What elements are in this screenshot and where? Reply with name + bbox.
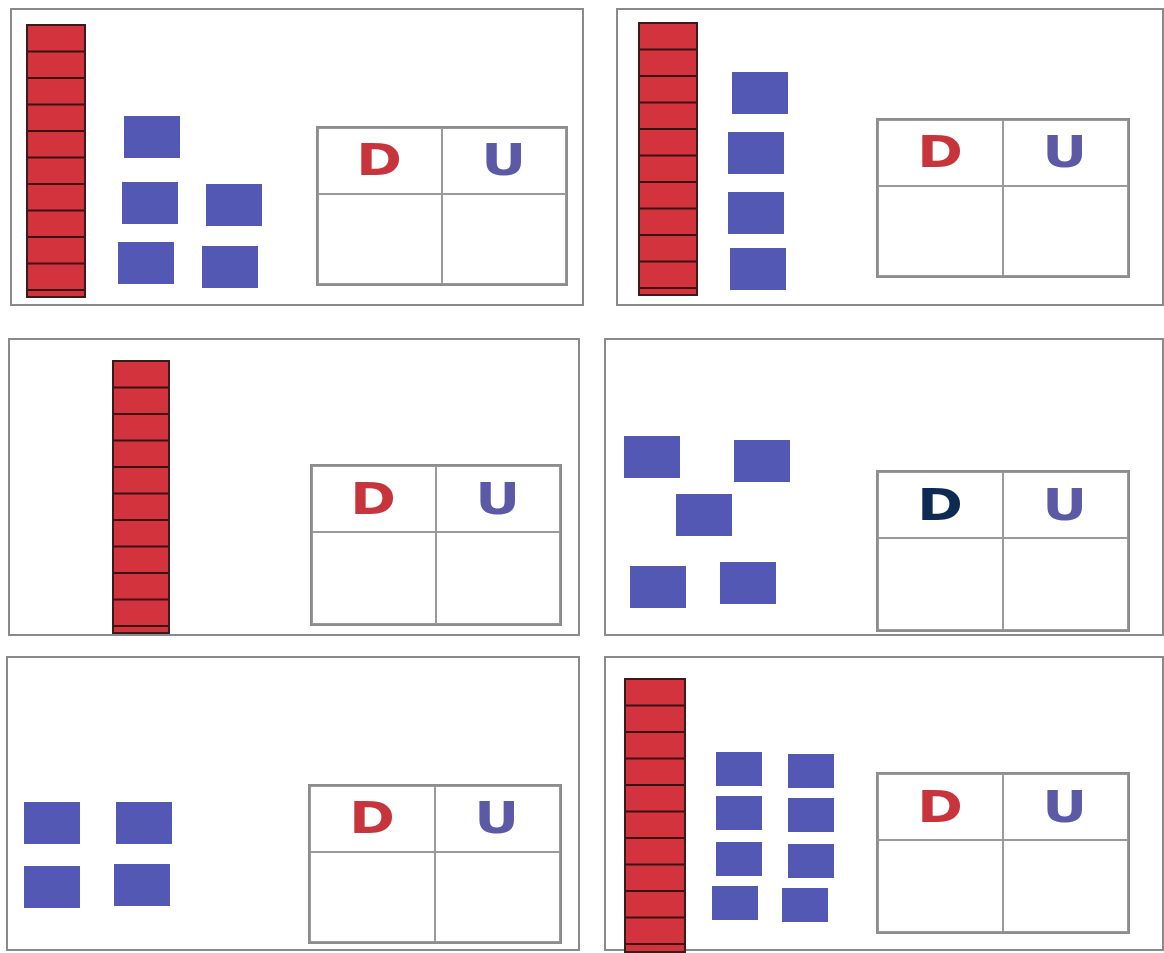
units-label: U bbox=[1043, 480, 1089, 531]
units-header: U bbox=[442, 128, 566, 194]
unit-cube bbox=[24, 802, 80, 844]
units-label: U bbox=[1043, 782, 1089, 833]
tens-answer-cell[interactable] bbox=[878, 538, 1003, 630]
units-label: U bbox=[475, 793, 521, 844]
tens-label: D bbox=[917, 782, 964, 833]
unit-cube bbox=[728, 192, 784, 234]
units-header: U bbox=[435, 786, 560, 852]
unit-cube bbox=[716, 752, 762, 786]
exercise-card-2: D U bbox=[616, 8, 1164, 306]
units-answer-cell[interactable] bbox=[1003, 186, 1128, 276]
unit-cube bbox=[788, 844, 834, 878]
units-header: U bbox=[1003, 120, 1128, 186]
unit-cube bbox=[716, 796, 762, 830]
ten-rod bbox=[624, 678, 686, 953]
tens-label: D bbox=[357, 135, 404, 186]
exercise-card-4: D U bbox=[604, 338, 1164, 636]
tens-label: D bbox=[351, 474, 398, 525]
unit-cube bbox=[732, 72, 788, 114]
tens-header: D bbox=[878, 774, 1003, 840]
ten-rod bbox=[638, 22, 698, 296]
unit-cube bbox=[712, 886, 758, 920]
place-value-table: D U bbox=[310, 464, 562, 626]
unit-cube bbox=[24, 866, 80, 908]
unit-cube bbox=[730, 248, 786, 290]
place-value-table: D U bbox=[876, 118, 1130, 278]
unit-cube bbox=[118, 242, 174, 284]
tens-label: D bbox=[349, 793, 396, 844]
tens-answer-cell[interactable] bbox=[312, 532, 436, 624]
tens-answer-cell[interactable] bbox=[878, 840, 1003, 932]
unit-cube bbox=[114, 864, 170, 906]
unit-cube bbox=[624, 436, 680, 478]
unit-cube bbox=[788, 798, 834, 832]
units-answer-cell[interactable] bbox=[435, 852, 560, 942]
tens-header: D bbox=[878, 120, 1003, 186]
tens-label: D bbox=[917, 480, 964, 531]
unit-cube bbox=[122, 182, 178, 224]
units-label: U bbox=[1043, 127, 1089, 178]
exercise-card-5: D U bbox=[6, 656, 580, 951]
exercise-card-6: D U bbox=[604, 656, 1164, 951]
unit-cube bbox=[676, 494, 732, 536]
tens-header: D bbox=[310, 786, 435, 852]
exercise-card-3: D U bbox=[8, 338, 580, 636]
tens-answer-cell[interactable] bbox=[310, 852, 435, 942]
place-value-table: D U bbox=[316, 126, 568, 286]
units-answer-cell[interactable] bbox=[1003, 840, 1128, 932]
unit-cube bbox=[206, 184, 262, 226]
unit-cube bbox=[720, 562, 776, 604]
units-answer-cell[interactable] bbox=[436, 532, 560, 624]
tens-header: D bbox=[878, 472, 1003, 538]
place-value-table: D U bbox=[308, 784, 562, 944]
tens-header: D bbox=[318, 128, 442, 194]
unit-cube bbox=[124, 116, 180, 158]
units-header: U bbox=[1003, 472, 1128, 538]
unit-cube bbox=[788, 754, 834, 788]
tens-label: D bbox=[917, 127, 964, 178]
units-header: U bbox=[436, 466, 560, 532]
units-label: U bbox=[475, 474, 521, 525]
units-answer-cell[interactable] bbox=[1003, 538, 1128, 630]
unit-cube bbox=[116, 802, 172, 844]
tens-answer-cell[interactable] bbox=[318, 194, 442, 284]
unit-cube bbox=[728, 132, 784, 174]
tens-answer-cell[interactable] bbox=[878, 186, 1003, 276]
ten-rod bbox=[26, 24, 86, 298]
tens-header: D bbox=[312, 466, 436, 532]
place-value-table: D U bbox=[876, 470, 1130, 632]
ten-rod bbox=[112, 360, 170, 634]
unit-cube bbox=[734, 440, 790, 482]
units-header: U bbox=[1003, 774, 1128, 840]
units-label: U bbox=[481, 135, 527, 186]
exercise-card-1: D U bbox=[10, 8, 584, 306]
place-value-table: D U bbox=[876, 772, 1130, 934]
unit-cube bbox=[202, 246, 258, 288]
units-answer-cell[interactable] bbox=[442, 194, 566, 284]
unit-cube bbox=[782, 888, 828, 922]
unit-cube bbox=[630, 566, 686, 608]
unit-cube bbox=[716, 842, 762, 876]
